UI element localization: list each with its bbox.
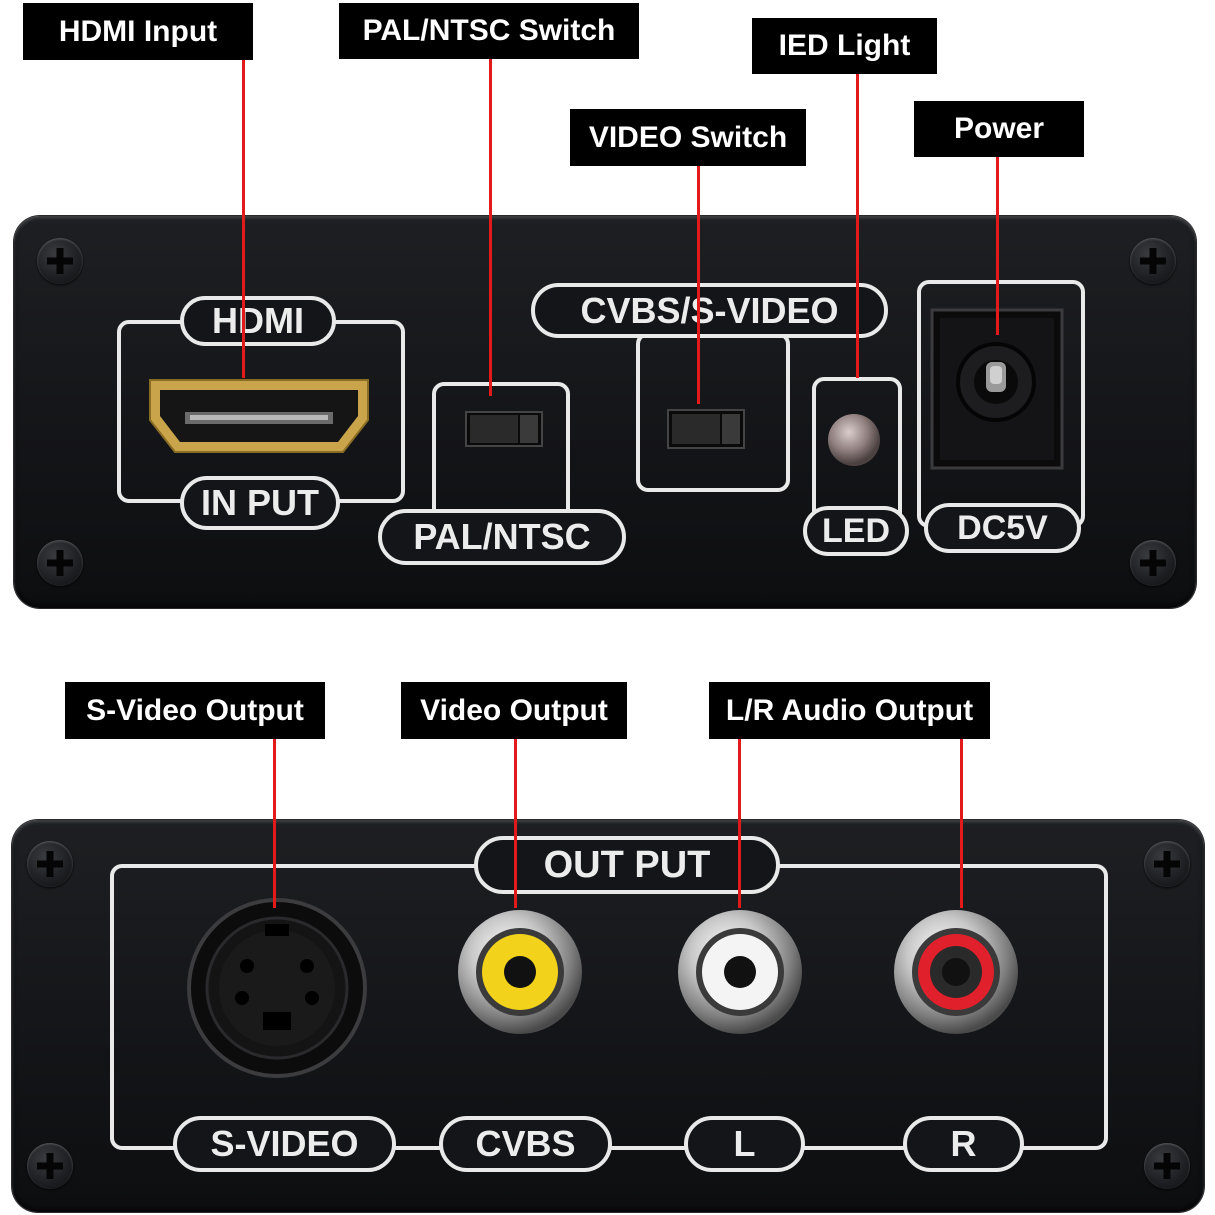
video-output-leader — [514, 738, 517, 908]
screw-icon — [37, 238, 83, 284]
screw-icon — [1130, 238, 1176, 284]
svideo-port-icon — [187, 898, 367, 1078]
left-audio-leader — [738, 738, 741, 908]
screw-icon — [37, 540, 83, 586]
dc-power-jack-icon — [930, 308, 1064, 470]
ied-light-callout: IED Light — [752, 18, 937, 74]
r-label: R — [903, 1116, 1024, 1172]
svideo-output-callout: S-Video Output — [65, 682, 325, 739]
led-label: LED — [803, 506, 909, 556]
dc5v-label: DC5V — [924, 503, 1081, 553]
screw-icon — [1144, 1143, 1190, 1189]
output-label: OUT PUT — [474, 836, 780, 894]
power-leader — [996, 155, 999, 335]
pal-ntsc-leader — [489, 58, 492, 396]
lr-audio-output-callout: L/R Audio Output — [709, 682, 990, 739]
cvbs-rca-jack-icon — [458, 910, 582, 1034]
svideo-output-leader — [273, 738, 276, 908]
right-audio-leader — [960, 738, 963, 908]
hdmi-port-icon — [149, 379, 369, 453]
screw-icon — [1144, 841, 1190, 887]
left-audio-rca-jack-icon — [678, 910, 802, 1034]
hdmi-input-leader — [242, 58, 245, 378]
led-light-icon — [828, 414, 880, 466]
ied-light-leader — [856, 72, 859, 378]
pal-ntsc-label: PAL/NTSC — [378, 509, 626, 565]
video-switch-callout: VIDEO Switch — [570, 109, 806, 166]
pal-ntsc-switch-icon — [465, 411, 543, 447]
pal-ntsc-switch-callout: PAL/NTSC Switch — [339, 3, 639, 59]
cvbs-svideo-label: CVBS/S-VIDEO — [531, 283, 888, 338]
hdmi-input-callout: HDMI Input — [23, 3, 253, 60]
video-switch-icon — [667, 409, 745, 449]
video-output-callout: Video Output — [401, 682, 627, 739]
power-callout: Power — [914, 101, 1084, 157]
l-label: L — [684, 1116, 805, 1172]
right-audio-rca-jack-icon — [894, 910, 1018, 1034]
screw-icon — [1130, 540, 1176, 586]
screw-icon — [27, 841, 73, 887]
screw-icon — [27, 1143, 73, 1189]
svideo-label: S-VIDEO — [173, 1116, 396, 1172]
cvbs-label: CVBS — [439, 1116, 612, 1172]
input-label: IN PUT — [180, 476, 340, 530]
hdmi-label: HDMI — [180, 296, 336, 346]
video-switch-leader — [697, 164, 700, 404]
